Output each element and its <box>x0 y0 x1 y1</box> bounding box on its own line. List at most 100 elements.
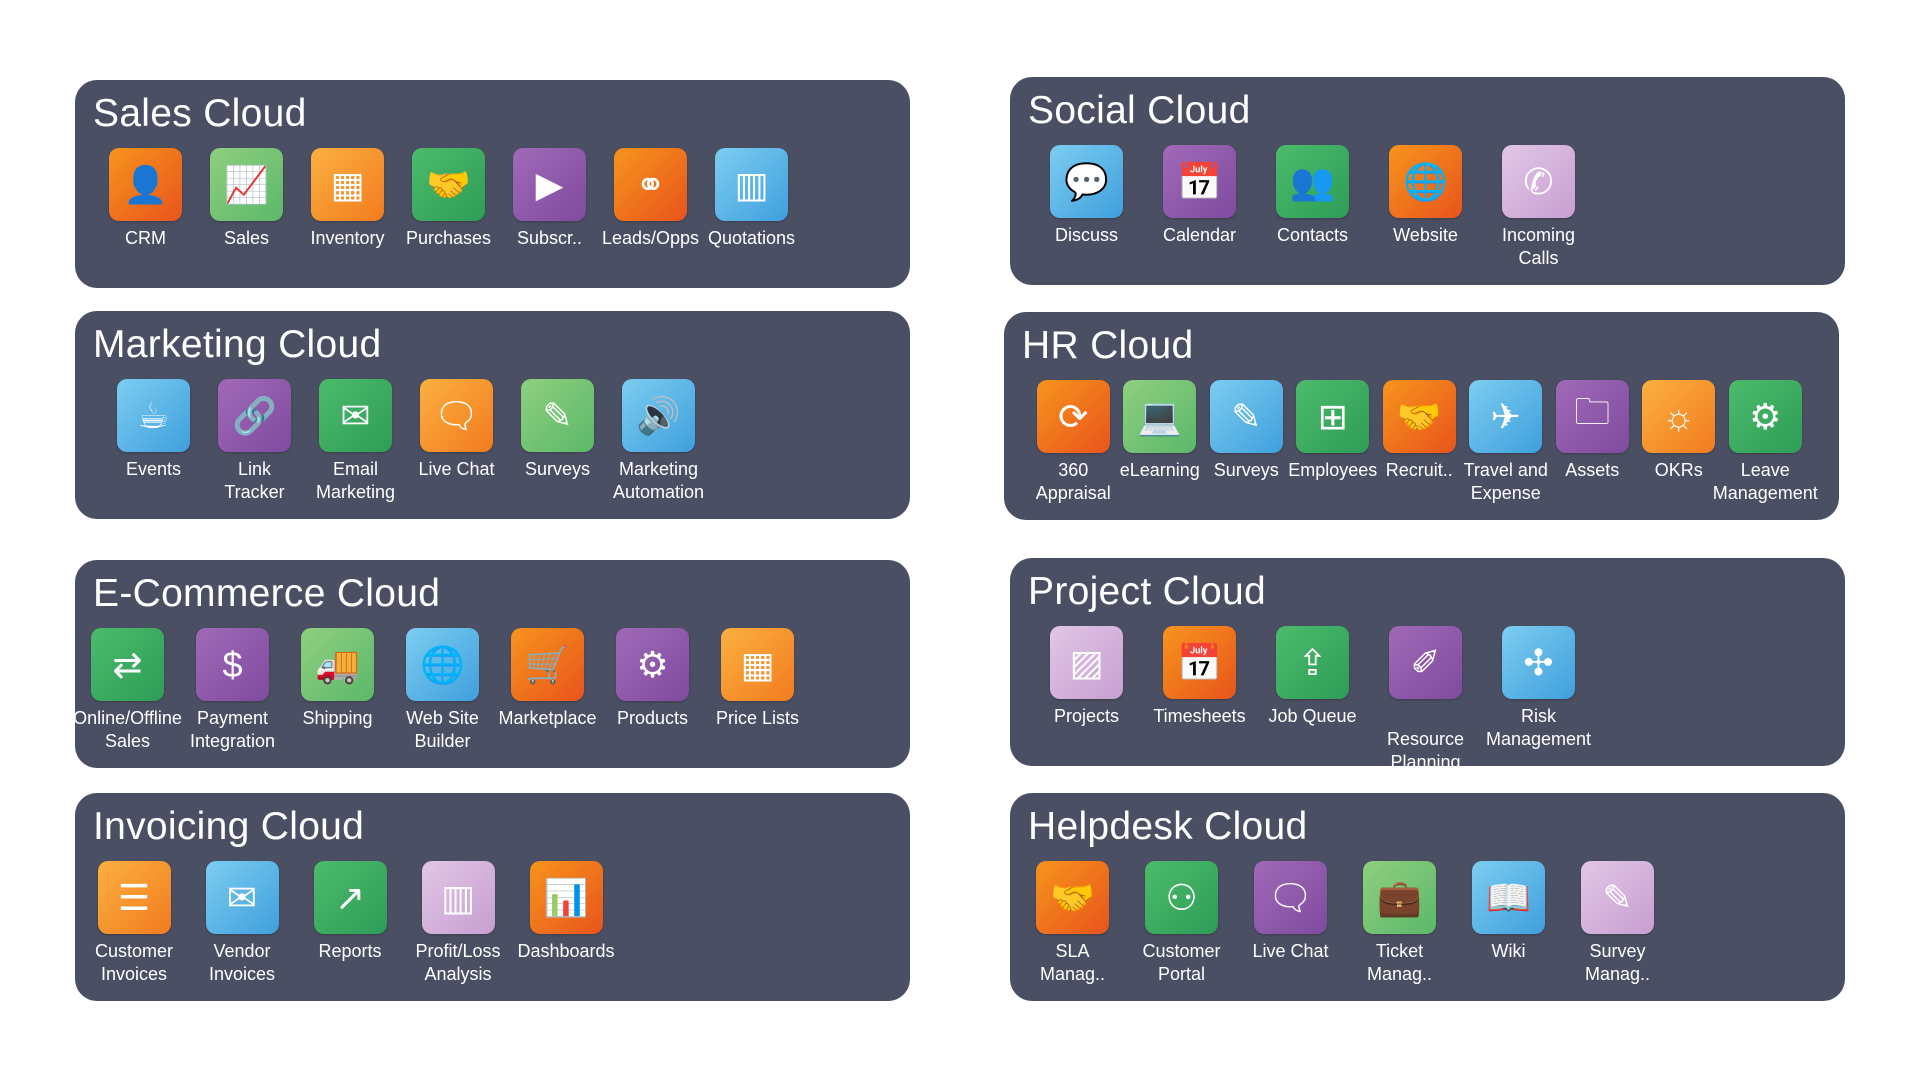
handshake-icon[interactable]: 🤝 <box>1036 861 1109 934</box>
app-tile-quotations[interactable]: ▥Quotations <box>701 148 802 250</box>
app-tile-surveys[interactable]: ✎Surveys <box>1203 380 1290 505</box>
app-tile-shipping[interactable]: 🚚Shipping <box>285 628 390 753</box>
app-tile-reports[interactable]: ↗Reports <box>296 861 404 986</box>
chat-icon[interactable]: 💬 <box>1050 145 1123 218</box>
app-tile-sla-manag[interactable]: 🤝SLA Manag.. <box>1018 861 1127 986</box>
app-tile-travel-and-expense[interactable]: ✈Travel and Expense <box>1463 380 1550 505</box>
app-tile-marketplace[interactable]: 🛒Marketplace <box>495 628 600 753</box>
calculator-icon[interactable]: ▦ <box>311 148 384 221</box>
presentation-icon[interactable]: 📊 <box>529 861 603 934</box>
pen-icon[interactable]: ✐ <box>1389 626 1462 699</box>
calendar-icon[interactable]: 📅 <box>1163 145 1236 218</box>
app-tile-calendar[interactable]: 📅Calendar <box>1143 145 1256 270</box>
survey-icon[interactable]: ✎ <box>1209 380 1283 453</box>
plane-icon[interactable]: ✈ <box>1469 380 1543 453</box>
upload-icon[interactable]: ⇪ <box>1276 626 1349 699</box>
live-chat-icon[interactable]: 🗨 <box>420 379 493 452</box>
handshake-icon[interactable]: 🤝 <box>1382 380 1456 453</box>
link-icon[interactable]: 🔗 <box>218 379 291 452</box>
app-tile-website[interactable]: 🌐Website <box>1369 145 1482 270</box>
app-tile-okrs[interactable]: ☼OKRs <box>1636 380 1723 505</box>
globe-icon[interactable]: 🌐 <box>406 628 479 701</box>
calendar-icon[interactable]: 📅 <box>1163 626 1236 699</box>
speaker-icon[interactable]: 🔊 <box>622 379 695 452</box>
app-tile-contacts[interactable]: 👥Contacts <box>1256 145 1369 270</box>
survey-icon[interactable]: ✎ <box>1581 861 1654 934</box>
app-tile-assets[interactable]: 🗀Assets <box>1549 380 1636 505</box>
app-tile-elearning[interactable]: 💻eLearning <box>1117 380 1204 505</box>
app-tile-discuss[interactable]: 💬Discuss <box>1030 145 1143 270</box>
bar-chart-icon[interactable]: ▥ <box>715 148 788 221</box>
puzzle-icon[interactable]: ✣ <box>1502 626 1575 699</box>
app-tile-marketing-automation[interactable]: 🔊Marketing Automation <box>608 379 709 504</box>
app-tile-online-offline-sales[interactable]: ⇄Online/Offline Sales <box>73 628 182 753</box>
calculator-icon[interactable]: ▦ <box>721 628 794 701</box>
exchange-icon[interactable]: ⇄ <box>91 628 164 701</box>
app-tile-sales[interactable]: 📈Sales <box>196 148 297 250</box>
cart-icon[interactable]: 🛒 <box>511 628 584 701</box>
app-tile-incoming-calls[interactable]: ✆Incoming Calls <box>1482 145 1595 270</box>
book-icon[interactable]: 📖 <box>1472 861 1545 934</box>
app-tile-job-queue[interactable]: ⇪Job Queue <box>1256 626 1369 774</box>
invoice-icon[interactable]: ☰ <box>97 861 171 934</box>
app-tile-payment-integration[interactable]: $Payment Integration <box>180 628 285 753</box>
app-tile-surveys[interactable]: ✎Surveys <box>507 379 608 504</box>
app-tile-products[interactable]: ⚙Products <box>600 628 705 753</box>
app-tile-web-site-builder[interactable]: 🌐Web Site Builder <box>390 628 495 753</box>
target-icon[interactable]: ☼ <box>1642 380 1716 453</box>
org-chart-icon[interactable]: ⊞ <box>1296 380 1370 453</box>
app-tile-360-appraisal[interactable]: ⟳360 Appraisal <box>1030 380 1117 505</box>
app-tile-customer-invoices[interactable]: ☰Customer Invoices <box>80 861 188 986</box>
app-tile-price-lists[interactable]: ▦Price Lists <box>705 628 810 753</box>
globe-icon[interactable]: 🌐 <box>1389 145 1462 218</box>
app-tile-survey-manag[interactable]: ✎Survey Manag.. <box>1563 861 1672 986</box>
coins-icon[interactable]: $ <box>196 628 269 701</box>
bar-chart-icon[interactable]: ▥ <box>421 861 495 934</box>
app-tile-timesheets[interactable]: 📅Timesheets <box>1143 626 1256 774</box>
gear-icon[interactable]: ⚙ <box>616 628 689 701</box>
app-tile-crm[interactable]: 👤CRM <box>95 148 196 250</box>
app-tile-subscr[interactable]: ▶Subscr.. <box>499 148 600 250</box>
cup-icon[interactable]: ☕ <box>117 379 190 452</box>
app-tile-profit-loss-analysis[interactable]: ▥Profit/Loss Analysis <box>404 861 512 986</box>
survey-icon[interactable]: ✎ <box>521 379 594 452</box>
app-tile-wiki[interactable]: 📖Wiki <box>1454 861 1563 986</box>
app-tile-events[interactable]: ☕Events <box>103 379 204 504</box>
app-tile-purchases[interactable]: 🤝Purchases <box>398 148 499 250</box>
app-tile-dashboards[interactable]: 📊Dashboards <box>512 861 620 986</box>
appraisal-icon[interactable]: ⟳ <box>1036 380 1110 453</box>
app-tile-email-marketing[interactable]: ✉Email Marketing <box>305 379 406 504</box>
portal-icon[interactable]: ⚇ <box>1145 861 1218 934</box>
folder-icon[interactable]: 🗀 <box>1555 380 1629 453</box>
app-tile-risk-management[interactable]: ✣Risk Management <box>1482 626 1595 774</box>
phone-icon[interactable]: ✆ <box>1502 145 1575 218</box>
chart-icon[interactable]: 📈 <box>210 148 283 221</box>
app-tile-resource-planning[interactable]: ✐ Resource Planning <box>1369 626 1482 774</box>
app-tile-recruit[interactable]: 🤝Recruit.. <box>1376 380 1463 505</box>
play-icon[interactable]: ▶ <box>513 148 586 221</box>
app-tile-live-chat[interactable]: 🗨Live Chat <box>406 379 507 504</box>
user-icon[interactable]: 👤 <box>109 148 182 221</box>
swatches-icon[interactable]: ▨ <box>1050 626 1123 699</box>
app-tile-leave-management[interactable]: ⚙Leave Management <box>1713 380 1818 505</box>
live-chat-icon[interactable]: 🗨 <box>1254 861 1327 934</box>
truck-icon[interactable]: 🚚 <box>301 628 374 701</box>
app-tile-inventory[interactable]: ▦Inventory <box>297 148 398 250</box>
contacts-icon[interactable]: 👥 <box>1276 145 1349 218</box>
app-tile-employees[interactable]: ⊞Employees <box>1288 380 1377 505</box>
app-tile-link-tracker[interactable]: 🔗Link Tracker <box>204 379 305 504</box>
growth-icon[interactable]: ↗ <box>313 861 387 934</box>
app-tile-projects[interactable]: ▨Projects <box>1030 626 1143 774</box>
app-tile-live-chat[interactable]: 🗨Live Chat <box>1236 861 1345 986</box>
envelope-icon[interactable]: ✉ <box>205 861 279 934</box>
handshake-icon[interactable]: 🤝 <box>412 148 485 221</box>
leave-icon[interactable]: ⚙ <box>1728 380 1802 453</box>
network-icon[interactable]: ⚭ <box>614 148 687 221</box>
briefcase-icon[interactable]: 💼 <box>1363 861 1436 934</box>
laptop-icon[interactable]: 💻 <box>1123 380 1197 453</box>
app-tile-customer-portal[interactable]: ⚇Customer Portal <box>1127 861 1236 986</box>
app-tile-ticket-manag[interactable]: 💼Ticket Manag.. <box>1345 861 1454 986</box>
app-tile-leads-opps[interactable]: ⚭Leads/Opps <box>600 148 701 250</box>
envelope-icon[interactable]: ✉ <box>319 379 392 452</box>
app-tile-vendor-invoices[interactable]: ✉Vendor Invoices <box>188 861 296 986</box>
